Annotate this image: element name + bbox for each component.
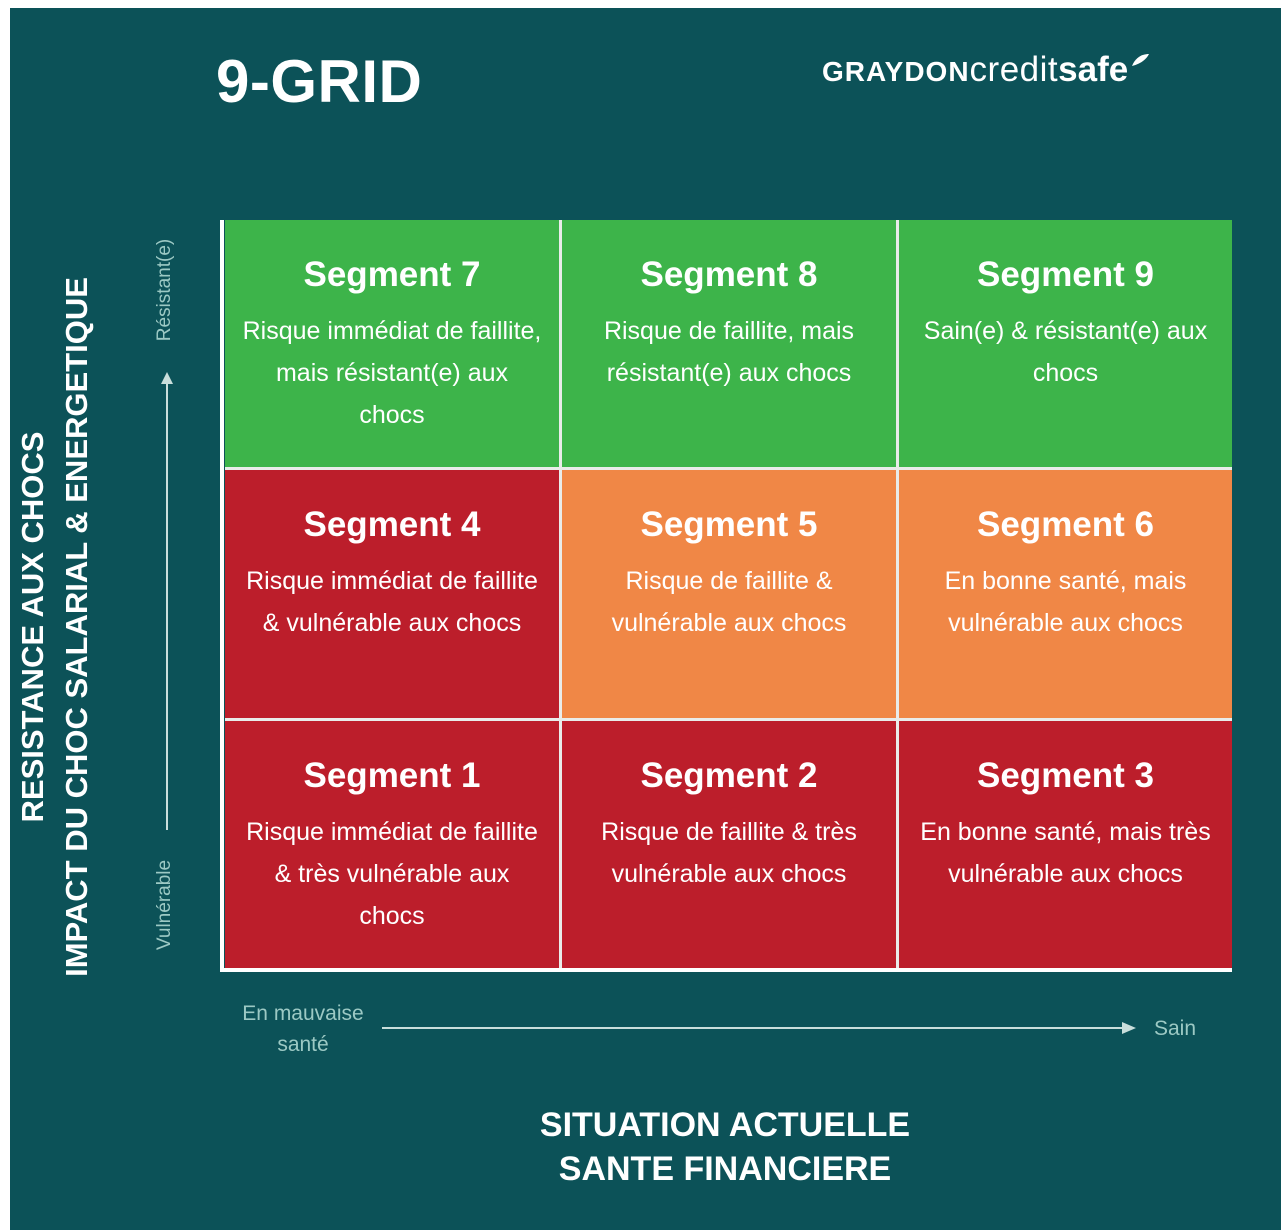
segment-description: Risque immédiat de faillite & très vulné…: [246, 818, 538, 930]
segment-name: Segment 5: [640, 505, 818, 544]
grid-left-axis-line: [220, 220, 224, 972]
segment-description: Risque de faillite, mais résistant(e) au…: [603, 317, 855, 387]
x-axis-right-label: Sain: [1154, 1017, 1197, 1040]
x-axis-arrow-icon: [382, 1022, 1136, 1034]
segment-description: En bonne santé, mais vulnérable aux choc…: [944, 567, 1187, 637]
x-axis-title-line2: SANTE FINANCIERE: [558, 1150, 892, 1188]
logo-graydon-text: GRAYDON: [822, 56, 970, 87]
segment-name: Segment 9: [977, 255, 1154, 294]
logo-leaf-icon: [1132, 54, 1150, 66]
segment-description: Risque immédiat de faillite & vulnérable…: [246, 567, 538, 637]
segment-name: Segment 2: [640, 756, 818, 795]
segment-cell: Segment 5 Risque de faillite & vulnérable…: [562, 470, 896, 718]
segment-description: Risque immédiat de faillite, mais résist…: [242, 317, 542, 429]
segment-name: Segment 4: [303, 505, 481, 544]
y-axis-title-line1: RESISTANCE AUX CHOCS: [15, 431, 50, 823]
logo-credit-text: credit: [969, 50, 1059, 89]
segment-cell: Segment 2 Risque de faillite & très vulné…: [562, 721, 896, 969]
segment-cell: Segment 8 Risque de faillite, mais résist…: [562, 220, 896, 467]
segment-description: En bonne santé, mais très vulnérable aux…: [920, 818, 1211, 888]
y-axis-bottom-label: Vulnérable: [154, 859, 175, 951]
segment-name: Segment 8: [640, 255, 818, 294]
segment-name: Segment 3: [977, 756, 1154, 795]
segment-name: Segment 6: [977, 505, 1154, 544]
segment-name: Segment 7: [303, 255, 481, 294]
x-axis-title: SITUATION ACTUELLE SANTE FINANCIERE: [425, 1103, 1025, 1191]
brand-logo: GRAYDONcreditsafe: [822, 52, 1150, 87]
segment-cell: Segment 7 Risque immédiat de faillite, ma…: [225, 220, 559, 467]
x-axis-title-line1: SITUATION ACTUELLE: [539, 1106, 911, 1144]
y-axis-title-line2: IMPACT DU CHOC SALARIAL & ENERGETIQUE: [59, 277, 94, 977]
x-axis-left-label: En mauvaise santé: [242, 1002, 364, 1056]
grid-bottom-axis-line: [220, 968, 1232, 972]
segment-cell: Segment 4 Risque immédiat de faillite & v…: [225, 470, 559, 718]
nine-grid: Segment 7 Risque immédiat de faillite, ma…: [225, 220, 1232, 969]
segment-cell: Segment 6 En bonne santé, mais vulnérable…: [899, 470, 1232, 718]
page-title: 9-GRID: [216, 48, 423, 115]
segment-description: Sain(e) & résistant(e) aux chocs: [923, 317, 1208, 387]
segment-cell: Segment 3 En bonne santé, mais très vulné…: [899, 721, 1232, 969]
segment-cell: Segment 9 Sain(e) & résistant(e) aux choc…: [899, 220, 1232, 467]
segment-description: Risque de faillite & vulnérable aux choc…: [611, 567, 847, 637]
y-axis-arrow-icon: [161, 372, 173, 830]
segment-cell: Segment 1 Risque immédiat de faillite & t…: [225, 721, 559, 969]
y-axis-title: RESISTANCE AUX CHOCS IMPACT DU CHOC SALA…: [11, 197, 99, 1057]
segment-name: Segment 1: [303, 756, 481, 795]
segment-description: Risque de faillite & très vulnérable aux…: [601, 818, 857, 888]
y-axis-top-label: Résistant(e): [154, 238, 175, 342]
logo-safe-text: safe: [1058, 50, 1129, 89]
